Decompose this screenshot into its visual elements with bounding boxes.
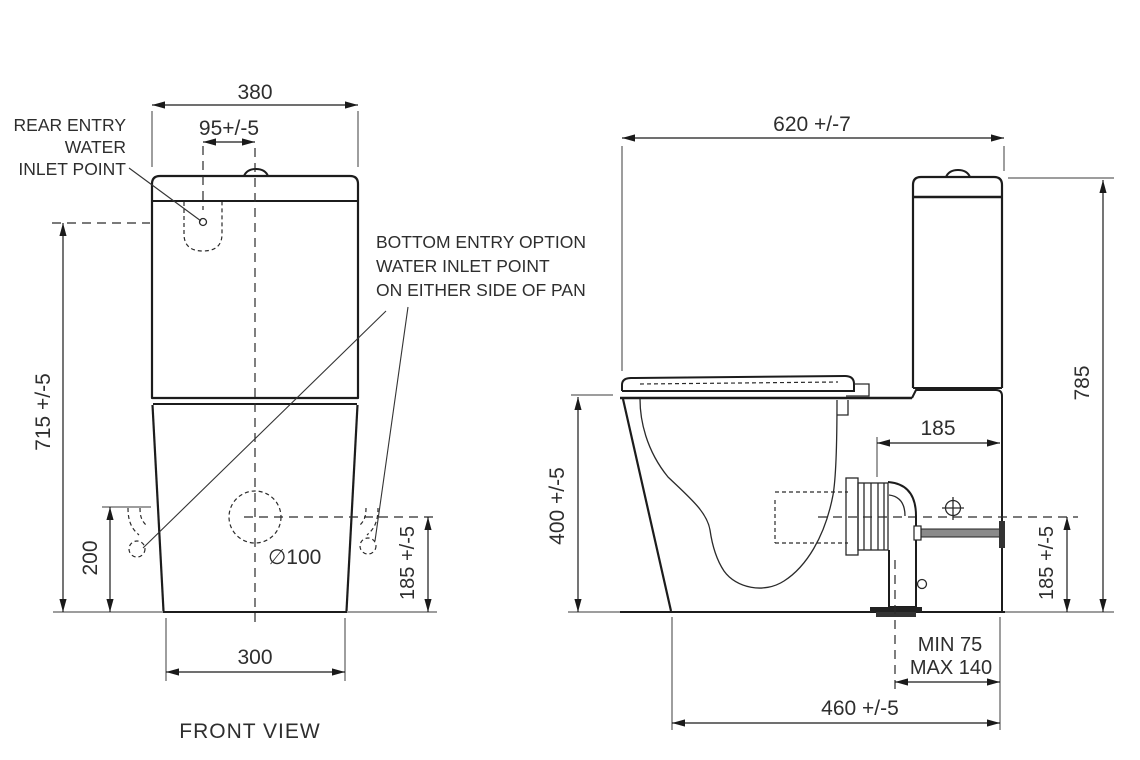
side-seat-hinge	[846, 383, 870, 397]
dim-outlet-height: 185 +/-5	[1036, 526, 1058, 600]
bottom-entry-leader-left	[142, 310, 387, 549]
front-rear-inlet-recess	[183, 202, 223, 252]
side-bowl-rear-rim-notch	[837, 400, 849, 416]
side-seat-hidden-edge	[639, 381, 839, 385]
side-view: 620 +/-7 785 185 400 +/-5 185 +/-5 MIN 7…	[546, 113, 1114, 730]
front-right-bottom-inlet-pipe	[359, 507, 379, 536]
dim-overall-height-front: 715 +/-5	[32, 373, 55, 451]
rear-entry-label-line3: INLET POINT	[18, 159, 126, 179]
dim-pan-height: 400 +/-5	[546, 467, 569, 545]
dim-outlet-max: MAX 140	[910, 657, 992, 679]
outlet-floor-flange-upper	[870, 607, 922, 612]
dim-base-depth: 460 +/-5	[821, 697, 899, 720]
rear-entry-leader-line	[128, 167, 202, 222]
front-cistern-outline	[150, 174, 360, 400]
dim-outlet-min: MIN 75	[918, 634, 982, 656]
side-pan-rear-shelf	[911, 389, 1003, 611]
front-left-bottom-inlet-pipe	[127, 507, 147, 536]
front-right-bottom-inlet-point	[359, 537, 377, 555]
outlet-elbow-inner-curve	[888, 494, 906, 517]
outlet-floor-flange-lower	[876, 612, 916, 617]
dim-outlet-setout: 185	[920, 417, 955, 440]
side-flush-button	[945, 168, 971, 178]
dim-inlet-offset: 95+/-5	[199, 117, 259, 140]
side-pan-front-face	[621, 398, 673, 612]
dim-base-width: 300	[237, 646, 272, 669]
outlet-pipe-screw-hole	[916, 578, 928, 590]
fixing-rod-wall-washer	[999, 521, 1005, 548]
fixing-point-crosshair	[942, 497, 964, 520]
outlet-coupling-ribs	[863, 483, 885, 550]
dim-inlet-height-right: 185 +/-5	[397, 526, 419, 600]
bottom-entry-label-line1: BOTTOM ENTRY OPTION	[376, 232, 586, 252]
front-left-bottom-inlet-point	[128, 540, 146, 558]
bottom-entry-leader-right	[374, 306, 409, 542]
dim-tank-width: 380	[237, 81, 272, 104]
dim-overall-depth: 620 +/-7	[773, 113, 851, 136]
front-rear-inlet-point	[198, 217, 208, 227]
rear-entry-label-line1: REAR ENTRY	[14, 115, 127, 135]
side-seat-lid	[621, 374, 855, 392]
front-pan-right-side	[345, 404, 359, 612]
fixing-rod-threaded	[919, 528, 1003, 538]
side-bowl-inner-profile	[639, 398, 838, 589]
outlet-ribbed-coupling	[857, 482, 889, 551]
dim-bottom-inlet-height: 200	[79, 540, 102, 575]
front-view: 380 95+/-5 715 +/-5 200 185 +/-5 300 ∅10…	[14, 81, 587, 743]
dim-outlet-diameter: ∅100	[268, 546, 321, 569]
dim-total-height: 785	[1071, 365, 1094, 400]
front-view-title: FRONT VIEW	[179, 720, 320, 743]
fixing-rod-end-cap	[913, 525, 922, 541]
front-pan-left-side	[151, 404, 165, 612]
front-flush-button	[243, 167, 269, 177]
outlet-elbow-pipe	[887, 481, 917, 608]
bottom-entry-label-line3: ON EITHER SIDE OF PAN	[376, 280, 586, 300]
rear-entry-label-line2: WATER	[65, 137, 126, 157]
side-cistern-outline	[911, 175, 1004, 388]
bottom-entry-label-line2: WATER INLET POINT	[376, 256, 550, 276]
